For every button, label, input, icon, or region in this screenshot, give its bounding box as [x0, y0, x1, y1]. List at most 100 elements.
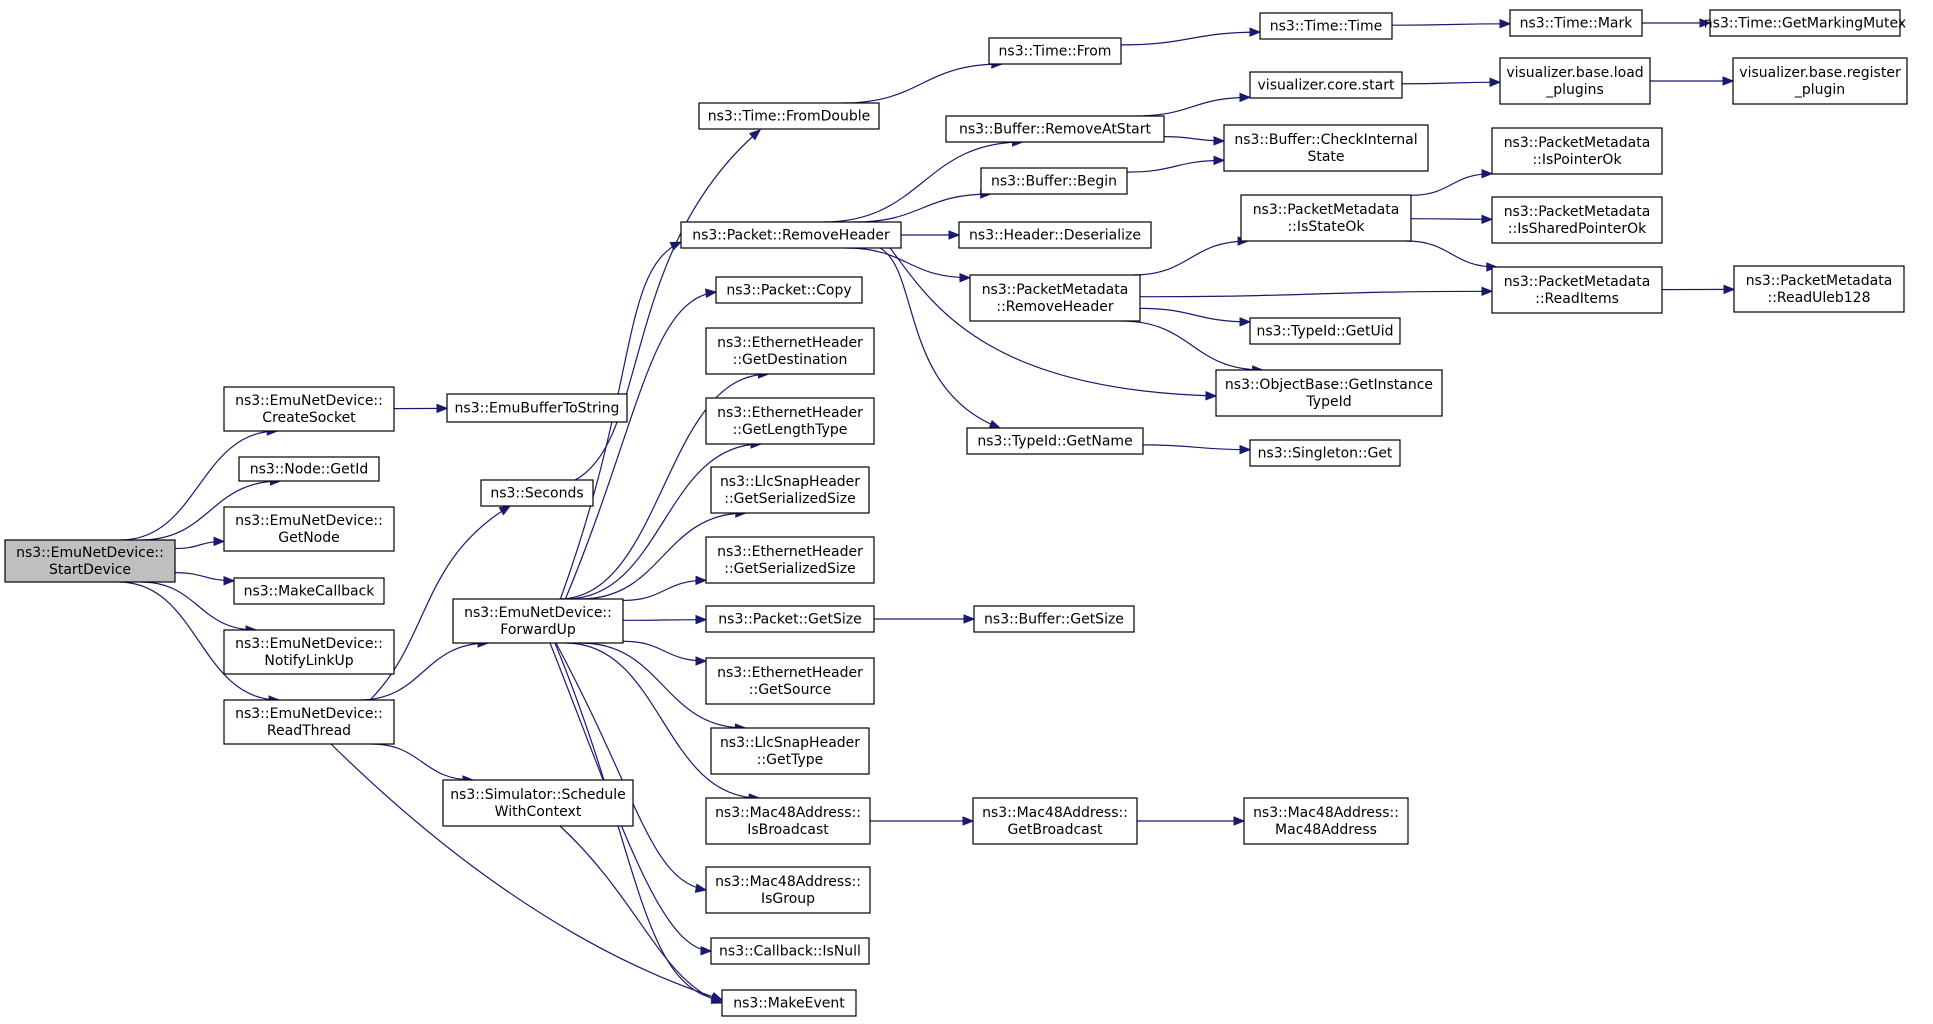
edge-createsocket-to-emubuffertostring — [393, 403, 449, 414]
node-getnode[interactable]: ns3::EmuNetDevice::GetNode — [223, 506, 395, 552]
nodes-layer: ns3::EmuNetDevice::StartDevicens3::EmuNe… — [4, 9, 1908, 1017]
node-bufferbegin[interactable]: ns3::Buffer::Begin — [980, 167, 1128, 195]
edge-forwardup-to-ethgetsource — [622, 640, 708, 666]
node-packetremoveheader[interactable]: ns3::Packet::RemoveHeader — [680, 221, 902, 249]
node-pmremoveheader[interactable]: ns3::PacketMetadata::RemoveHeader — [969, 274, 1141, 322]
node-macmac48address[interactable]: ns3::Mac48Address::Mac48Address — [1243, 797, 1409, 845]
node-typeidgetname-label-0: ns3::TypeId::GetName — [977, 434, 1132, 450]
node-timegetmarkingmutex-label-0: ns3::Time::GetMarkingMutex — [1704, 16, 1906, 32]
node-ethgetserializedsize-label-0: ns3::EthernetHeader — [717, 544, 863, 560]
node-ethgetlengthtype-label-1: ::GetLengthType — [733, 422, 848, 438]
edge-timefrom-to-timetime — [1120, 27, 1262, 46]
node-macisgroup[interactable]: ns3::Mac48Address::IsGroup — [705, 866, 871, 914]
edge-timetime-to-timemark — [1391, 19, 1512, 29]
node-buffercheckinternalstate-label-0: ns3::Buffer::CheckInternal — [1234, 132, 1417, 148]
node-start-label-1: StartDevice — [49, 562, 131, 578]
node-timegetmarkingmutex[interactable]: ns3::Time::GetMarkingMutex — [1704, 9, 1906, 37]
node-fromdouble[interactable]: ns3::Time::FromDouble — [698, 102, 880, 130]
node-pmreaduleb128[interactable]: ns3::PacketMetadata::ReadUleb128 — [1733, 265, 1905, 313]
node-createsocket-label-0: ns3::EmuNetDevice:: — [235, 393, 383, 409]
node-vizbaseloadplugins[interactable]: visualizer.base.load_plugins — [1499, 57, 1651, 105]
edge-schedulewithcontext-to-makeevent — [559, 825, 724, 1004]
node-makeevent[interactable]: ns3::MakeEvent — [721, 989, 857, 1017]
edge-readthread-to-schedulewithcontext — [371, 743, 475, 785]
node-createsocket[interactable]: ns3::EmuNetDevice::CreateSocket — [223, 386, 395, 432]
node-typeidgetname[interactable]: ns3::TypeId::GetName — [966, 427, 1144, 455]
node-pmreaduleb128-label-0: ns3::PacketMetadata — [1746, 273, 1893, 289]
node-pmisstateok[interactable]: ns3::PacketMetadata::IsStateOk — [1240, 194, 1412, 242]
node-objgetinstancetypeid-label-0: ns3::ObjectBase::GetInstance — [1225, 377, 1433, 393]
node-packetcopy[interactable]: ns3::Packet::Copy — [715, 276, 863, 304]
node-pmispointerok[interactable]: ns3::PacketMetadata::IsPointerOk — [1491, 127, 1663, 175]
node-timetime[interactable]: ns3::Time::Time — [1259, 12, 1393, 40]
node-pmissharedpointerok-label-1: ::IsSharedPointerOk — [1508, 221, 1647, 237]
node-seconds[interactable]: ns3::Seconds — [480, 479, 594, 507]
node-pmreaditems[interactable]: ns3::PacketMetadata::ReadItems — [1491, 266, 1663, 314]
node-ethgetlengthtype-label-0: ns3::EthernetHeader — [717, 405, 863, 421]
node-ethgetlengthtype[interactable]: ns3::EthernetHeader::GetLengthType — [705, 397, 875, 445]
node-callbackisnull[interactable]: ns3::Callback::IsNull — [710, 937, 870, 965]
node-notifylinkup[interactable]: ns3::EmuNetDevice::NotifyLinkUp — [223, 629, 395, 675]
node-getid-label-0: ns3::Node::GetId — [250, 462, 368, 478]
edge-vizcorestart-to-vizbaseloadplugins — [1401, 77, 1502, 87]
node-ethgetserializedsize[interactable]: ns3::EthernetHeader::GetSerializedSize — [705, 536, 875, 584]
node-macmac48address-label-0: ns3::Mac48Address:: — [1253, 805, 1399, 821]
node-pmissharedpointerok-label-0: ns3::PacketMetadata — [1504, 204, 1651, 220]
node-makecallback[interactable]: ns3::MakeCallback — [233, 577, 385, 605]
node-getid[interactable]: ns3::Node::GetId — [238, 456, 380, 482]
node-singletonget-label-0: ns3::Singleton::Get — [1258, 446, 1393, 462]
node-pmissharedpointerok[interactable]: ns3::PacketMetadata::IsSharedPointerOk — [1491, 196, 1663, 244]
node-packetcopy-label-0: ns3::Packet::Copy — [726, 283, 851, 299]
node-ethgetsource[interactable]: ns3::EthernetHeader::GetSource — [705, 657, 875, 705]
edge-forwardup-to-packetremoveheader — [559, 241, 683, 601]
node-notifylinkup-label-1: NotifyLinkUp — [264, 653, 353, 669]
node-llcgettype[interactable]: ns3::LlcSnapHeader::GetType — [710, 727, 870, 775]
node-macisgroup-label-0: ns3::Mac48Address:: — [715, 874, 861, 890]
node-macgetbroadcast[interactable]: ns3::Mac48Address::GetBroadcast — [972, 797, 1138, 845]
node-timefrom[interactable]: ns3::Time::From — [988, 37, 1122, 65]
edge-seconds-to-fromdouble — [574, 129, 762, 481]
node-buffergetsize[interactable]: ns3::Buffer::GetSize — [973, 605, 1135, 633]
node-readthread[interactable]: ns3::EmuNetDevice::ReadThread — [223, 699, 395, 745]
node-vizbaseregisterplugin[interactable]: visualizer.base.register_plugin — [1732, 57, 1908, 105]
node-ethgetdestination[interactable]: ns3::EthernetHeader::GetDestination — [705, 327, 875, 375]
node-pmreaditems-label-0: ns3::PacketMetadata — [1504, 274, 1651, 290]
node-bufferbegin-label-0: ns3::Buffer::Begin — [991, 174, 1117, 190]
node-typeidgetuid[interactable]: ns3::TypeId::GetUid — [1249, 317, 1401, 345]
node-vizbaseregisterplugin-label-1: _plugin — [1794, 82, 1845, 98]
node-schedulewithcontext-label-1: WithContext — [495, 804, 582, 820]
node-timemark[interactable]: ns3::Time::Mark — [1509, 9, 1643, 37]
edge-timemark-to-timegetmarkingmutex — [1642, 18, 1712, 28]
node-forwardup[interactable]: ns3::EmuNetDevice::ForwardUp — [452, 598, 624, 644]
node-headerdeserialize-label-0: ns3::Header::Deserialize — [969, 228, 1141, 244]
node-macisbroadcast[interactable]: ns3::Mac48Address::IsBroadcast — [705, 797, 871, 845]
node-pmreaditems-label-1: ::ReadItems — [1535, 291, 1619, 307]
edge-bufferbegin-to-buffercheckinternalstate — [1126, 155, 1226, 173]
node-pmisstateok-label-0: ns3::PacketMetadata — [1253, 202, 1400, 218]
node-readthread-label-0: ns3::EmuNetDevice:: — [235, 706, 383, 722]
node-vizbaseregisterplugin-label-0: visualizer.base.register — [1739, 65, 1901, 81]
edge-forwardup-to-packetcopy — [564, 288, 718, 601]
node-vizcorestart-label-0: visualizer.core.start — [1258, 78, 1395, 94]
node-bufferremoveatstart[interactable]: ns3::Buffer::RemoveAtStart — [945, 115, 1165, 143]
node-timefrom-label-0: ns3::Time::From — [999, 44, 1112, 60]
node-emubuffertostring[interactable]: ns3::EmuBufferToString — [446, 393, 628, 423]
node-getnode-label-0: ns3::EmuNetDevice:: — [235, 513, 383, 529]
node-packetgetsize-label-0: ns3::Packet::GetSize — [718, 612, 861, 628]
node-ethgetserializedsize-label-1: ::GetSerializedSize — [724, 561, 855, 577]
node-pmispointerok-label-1: ::IsPointerOk — [1532, 152, 1622, 168]
node-headerdeserialize[interactable]: ns3::Header::Deserialize — [958, 221, 1152, 249]
edge-macgetbroadcast-to-macmac48address — [1137, 816, 1246, 826]
node-macmac48address-label-1: Mac48Address — [1275, 822, 1377, 838]
node-vizcorestart[interactable]: visualizer.core.start — [1249, 71, 1403, 99]
node-packetgetsize[interactable]: ns3::Packet::GetSize — [705, 605, 875, 633]
node-llcgetserializedsize[interactable]: ns3::LlcSnapHeader::GetSerializedSize — [710, 466, 870, 514]
edge-forwardup-to-callbackisnull — [549, 642, 713, 956]
node-singletonget[interactable]: ns3::Singleton::Get — [1249, 439, 1401, 467]
node-macgetbroadcast-label-1: GetBroadcast — [1007, 822, 1103, 838]
node-pmispointerok-label-0: ns3::PacketMetadata — [1504, 135, 1651, 151]
node-start[interactable]: ns3::EmuNetDevice::StartDevice — [4, 539, 176, 583]
